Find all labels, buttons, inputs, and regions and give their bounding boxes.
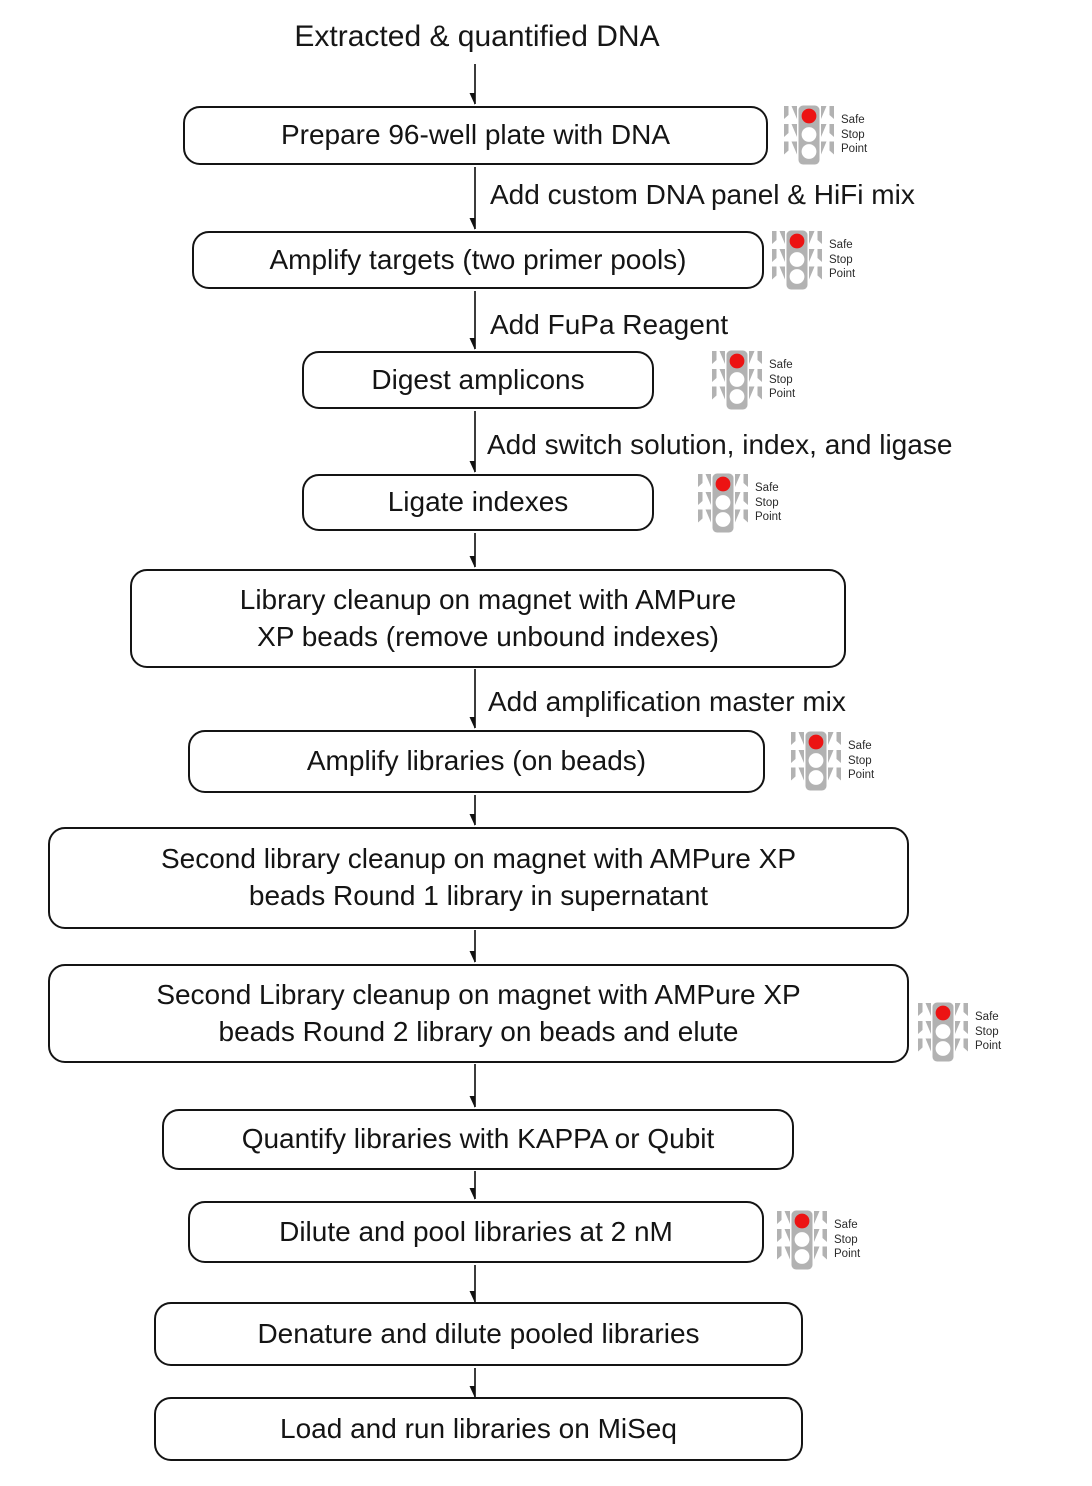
- safe-stop-marker-5: Safe Stop Point: [791, 731, 874, 791]
- safe-stop-marker-6: Safe Stop Point: [918, 1002, 1001, 1062]
- safe-stop-marker-7: Safe Stop Point: [777, 1210, 860, 1270]
- safe-stop-label: Safe Stop Point: [755, 481, 782, 524]
- step-label: Second Library cleanup on magnet with AM…: [156, 978, 801, 1047]
- traffic-light-icon: [712, 350, 762, 410]
- safe-stop-marker-1: Safe Stop Point: [784, 105, 867, 165]
- step-box-prepare-plate: Prepare 96-well plate with DNA: [183, 106, 768, 165]
- step-label: Dilute and pool libraries at 2 nM: [279, 1215, 673, 1247]
- step-box-digest-amplicons: Digest amplicons: [302, 351, 654, 409]
- step-box-amplify-libraries: Amplify libraries (on beads): [188, 730, 765, 793]
- traffic-light-icon: [784, 105, 834, 165]
- step-box-quantify-libraries: Quantify libraries with KAPPA or Qubit: [162, 1109, 794, 1170]
- step-box-amplify-targets: Amplify targets (two primer pools): [192, 231, 764, 289]
- annotation-add-panel-hifi: Add custom DNA panel & HiFi mix: [490, 179, 915, 210]
- step-box-dilute-pool: Dilute and pool libraries at 2 nM: [188, 1201, 764, 1263]
- safe-stop-marker-2: Safe Stop Point: [772, 230, 855, 290]
- traffic-light-icon: [918, 1002, 968, 1062]
- step-label: Amplify libraries (on beads): [306, 745, 647, 777]
- annotation-add-fupa: Add FuPa Reagent: [490, 309, 729, 340]
- safe-stop-label: Safe Stop Point: [841, 113, 868, 156]
- safe-stop-marker-4: Safe Stop Point: [698, 473, 781, 533]
- step-label: Ligate indexes: [387, 486, 569, 518]
- step-box-denature-dilute: Denature and dilute pooled libraries: [154, 1302, 803, 1366]
- annotation-add-switch-index-ligase: Add switch solution, index, and ligase: [487, 429, 953, 460]
- step-box-second-cleanup-round1: Second library cleanup on magnet with AM…: [48, 827, 909, 929]
- annotation-add-master-mix: Add amplification master mix: [488, 686, 846, 717]
- flow-start-label: Extracted & quantified DNA: [294, 20, 660, 53]
- step-label: Amplify targets (two primer pools): [269, 243, 687, 275]
- safe-stop-label: Safe Stop Point: [834, 1218, 861, 1261]
- safe-stop-label: Safe Stop Point: [848, 739, 875, 782]
- step-label: Second library cleanup on magnet with AM…: [160, 843, 797, 911]
- step-label: Prepare 96-well plate with DNA: [280, 119, 671, 151]
- step-label: Denature and dilute pooled libraries: [257, 1317, 700, 1349]
- step-box-load-run-miseq: Load and run libraries on MiSeq: [154, 1397, 803, 1461]
- traffic-light-icon: [791, 731, 841, 791]
- safe-stop-label: Safe Stop Point: [769, 358, 796, 401]
- step-label: Quantify libraries with KAPPA or Qubit: [241, 1123, 715, 1155]
- safe-stop-marker-3: Safe Stop Point: [712, 350, 795, 410]
- step-label: Library cleanup on magnet with AMPure XP…: [239, 583, 737, 652]
- traffic-light-icon: [777, 1210, 827, 1270]
- step-box-ligate-indexes: Ligate indexes: [302, 474, 654, 531]
- step-box-second-cleanup-round2: Second Library cleanup on magnet with AM…: [48, 964, 909, 1063]
- safe-stop-label: Safe Stop Point: [975, 1010, 1002, 1053]
- step-label: Digest amplicons: [371, 363, 585, 395]
- step-label: Load and run libraries on MiSeq: [280, 1412, 677, 1444]
- traffic-light-icon: [698, 473, 748, 533]
- traffic-light-icon: [772, 230, 822, 290]
- step-box-library-cleanup: Library cleanup on magnet with AMPure XP…: [130, 569, 846, 668]
- safe-stop-label: Safe Stop Point: [829, 238, 856, 281]
